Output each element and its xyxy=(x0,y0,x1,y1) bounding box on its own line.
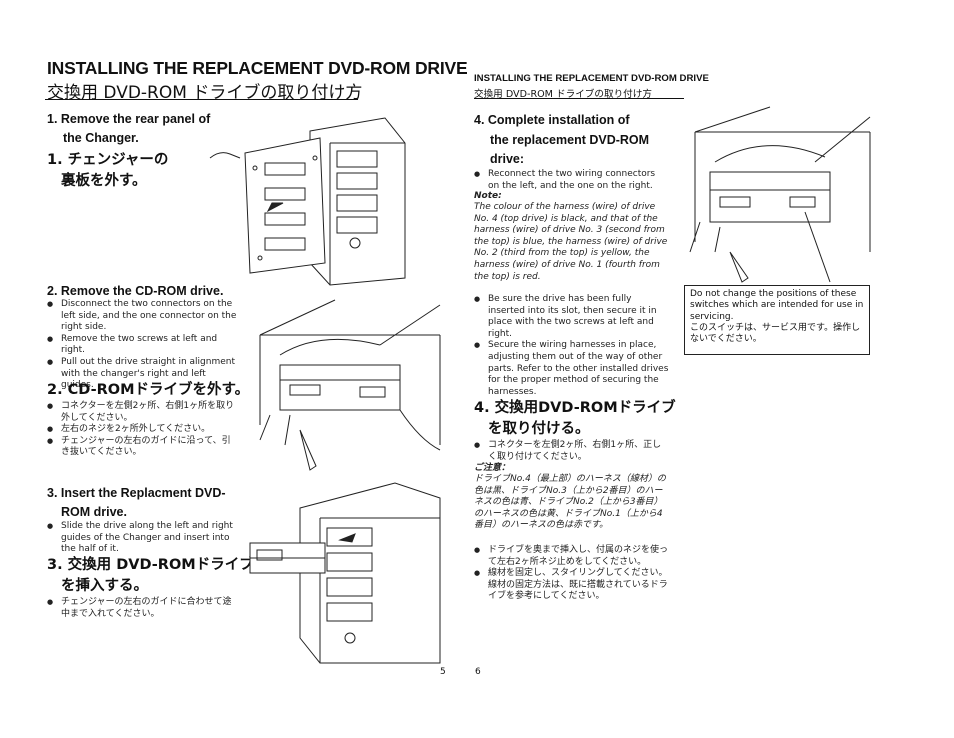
page-number-right: 6 xyxy=(475,667,481,677)
right-title-ja: 交換用 DVD-ROM ドライブの取り付け方 xyxy=(474,89,652,100)
list-item: Secure the wiring harnesses in place, ad… xyxy=(474,340,669,398)
step1-heading-ja: 1. チェンジャーの 裏板を外す。 xyxy=(47,152,169,189)
figure-rear-panel-removal xyxy=(209,117,406,286)
left-title-ja: 交換用 DVD-ROM ドライブの取り付け方 xyxy=(47,83,363,103)
figure-cdrom-removal xyxy=(259,299,441,471)
notice-text-ja: このスイッチは、サービス用です。操作しないでください。 xyxy=(690,322,861,345)
step4-list-en: Reconnect the two wiring connectors on t… xyxy=(474,169,669,192)
step4-list2-en: Be sure the drive has been fully inserte… xyxy=(474,294,669,398)
right-title-rule xyxy=(474,98,684,99)
list-item: Remove the two screws at left and right. xyxy=(47,334,239,357)
step4-heading-en: 4. Complete installation of the replacem… xyxy=(474,113,650,166)
step3-list-ja: チェンジャーの左右のガイドに合わせて途中まで入れてください。 xyxy=(47,597,239,620)
page-number-left: 5 xyxy=(440,667,446,677)
step1-heading-en: 1. Remove the rear panel of the Changer. xyxy=(47,112,211,145)
step3-list-en: Slide the drive along the left and right… xyxy=(47,521,239,556)
figure-dvd-insertion xyxy=(249,482,441,664)
list-item: Disconnect the two connectors on the lef… xyxy=(47,299,239,334)
service-switch-notice: Do not change the positions of these swi… xyxy=(684,285,870,355)
note-text-ja: ドライブNo.4（最上部）のハーネス（線材）の色は黒、ドライブNo.3（上から2… xyxy=(474,474,666,531)
step2-list-ja: コネクターを左側2ヶ所、右側1ヶ所を取り外してください。 左右のネジを2ヶ所外し… xyxy=(47,401,239,459)
list-item: 左右のネジを2ヶ所外してください。 xyxy=(47,424,239,436)
left-title-en: INSTALLING THE REPLACEMENT DVD-ROM DRIVE xyxy=(47,58,468,78)
step2-heading-en: 2. Remove the CD-ROM drive. xyxy=(47,284,224,298)
step4-list-ja: コネクターを左側2ヶ所、右側1ヶ所、正しく取り付けてください。 xyxy=(474,440,669,463)
list-item: 線材を固定し、スタイリングしてください。線材の固定方法は、既に搭載されているドラ… xyxy=(474,568,669,603)
right-title-en: INSTALLING THE REPLACEMENT DVD-ROM DRIVE xyxy=(474,73,709,84)
list-item: チェンジャーの左右のガイドに合わせて途中まで入れてください。 xyxy=(47,597,239,620)
step2-heading-ja: 2. CD-ROMドライブを外す。 xyxy=(47,382,250,398)
left-title-rule xyxy=(45,99,358,100)
figure-complete-installation xyxy=(689,106,871,283)
note-text-en: The colour of the harness (wire) of driv… xyxy=(474,202,668,282)
note-label-en: Note: xyxy=(474,191,502,201)
list-item: チェンジャーの左右のガイドに沿って、引き抜いてください。 xyxy=(47,436,239,459)
step4-heading-ja: 4. 交換用DVD-ROMドライブ を取り付ける。 xyxy=(474,400,676,437)
step2-list-en: Disconnect the two connectors on the lef… xyxy=(47,299,239,392)
step3-heading-en: 3. Insert the Replacment DVD- ROM drive. xyxy=(47,486,226,519)
step4-list2-ja: ドライブを奥まで挿入し、付属のネジを使って左右2ヶ所ネジ止めをしてください。 線… xyxy=(474,545,669,603)
list-item: コネクターを左側2ヶ所、右側1ヶ所を取り外してください。 xyxy=(47,401,239,424)
list-item: Pull out the drive straight in alignment… xyxy=(47,357,239,392)
step3-heading-ja: 3. 交換用 DVD-ROMドライブ を挿入する。 xyxy=(47,557,254,594)
note-label-ja: ご注意： xyxy=(474,463,511,473)
list-item: ドライブを奥まで挿入し、付属のネジを使って左右2ヶ所ネジ止めをしてください。 xyxy=(474,545,669,568)
notice-text-en: Do not change the positions of these swi… xyxy=(690,289,864,322)
list-item: コネクターを左側2ヶ所、右側1ヶ所、正しく取り付けてください。 xyxy=(474,440,669,463)
list-item: Reconnect the two wiring connectors on t… xyxy=(474,169,669,192)
list-item: Slide the drive along the left and right… xyxy=(47,521,239,556)
list-item: Be sure the drive has been fully inserte… xyxy=(474,294,669,340)
